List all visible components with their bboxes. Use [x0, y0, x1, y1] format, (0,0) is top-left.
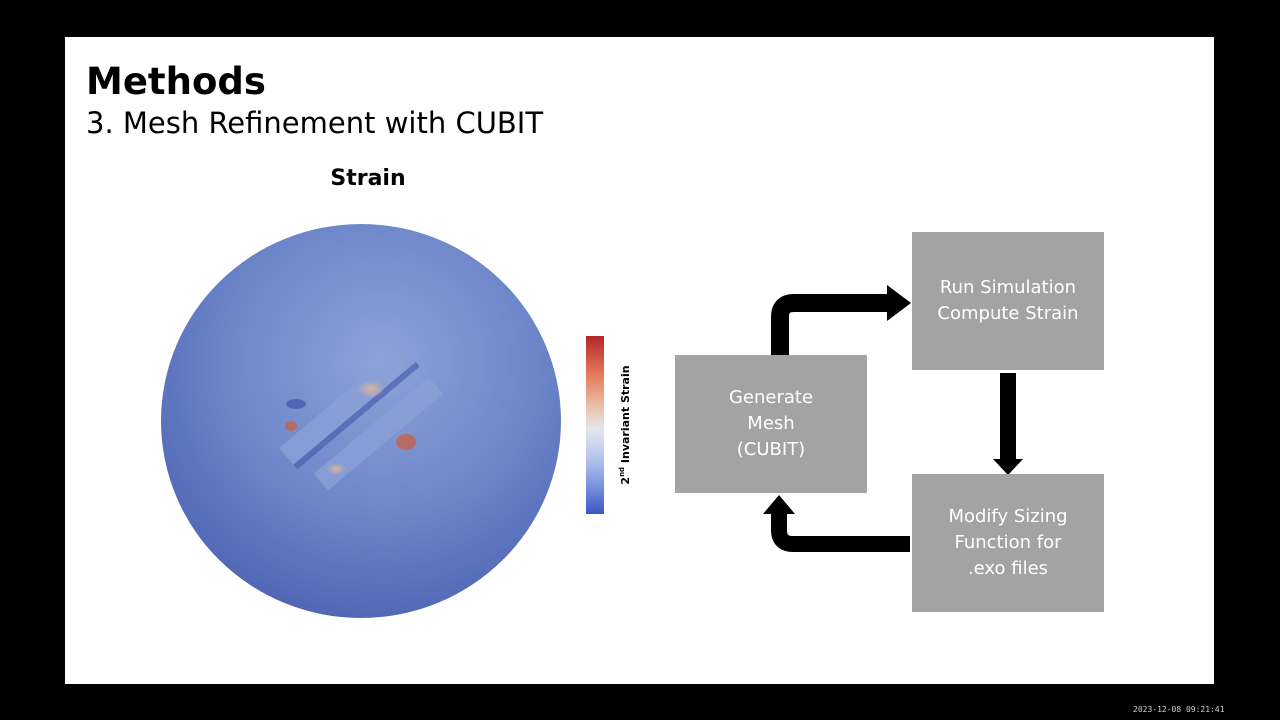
- strain-sphere-image: [161, 224, 561, 618]
- arrow-modify-to-mesh: [771, 512, 910, 552]
- arrow-head-to-mesh: [763, 495, 795, 514]
- slide-title: Methods: [86, 60, 266, 103]
- modify-sizing-line-3: .exo files: [967, 558, 1049, 579]
- run-simulation-box: Run Simulation Compute Strain: [912, 232, 1104, 370]
- slide: Methods 3. Mesh Refinement with CUBIT St…: [65, 37, 1214, 684]
- generate-mesh-line-2: Mesh: [747, 413, 795, 434]
- figure-title: Strain: [330, 166, 406, 191]
- generate-mesh-line-3: (CUBIT): [736, 439, 806, 460]
- strain-colorbar: [586, 336, 604, 514]
- modify-sizing-line-2: Function for: [954, 532, 1062, 553]
- generate-mesh-line-1: Generate: [728, 387, 814, 408]
- video-timestamp: 2023-12-08 09:21:41: [1133, 705, 1225, 714]
- modify-sizing-line-1: Modify Sizing: [948, 506, 1068, 527]
- modify-sizing-box: Modify Sizing Function for .exo files: [912, 474, 1104, 612]
- arrow-mesh-to-simulation: [771, 294, 890, 355]
- arrow-head-to-simulation: [887, 285, 911, 321]
- run-simulation-line-2: Compute Strain: [937, 303, 1079, 324]
- generate-mesh-box: Generate Mesh (CUBIT): [675, 355, 867, 493]
- slide-subtitle: 3. Mesh Refinement with CUBIT: [86, 106, 544, 140]
- arrow-head-to-modify: [993, 459, 1023, 475]
- run-simulation-line-1: Run Simulation: [939, 277, 1077, 298]
- colorbar-label: 2nd Invariant Strain: [618, 365, 632, 485]
